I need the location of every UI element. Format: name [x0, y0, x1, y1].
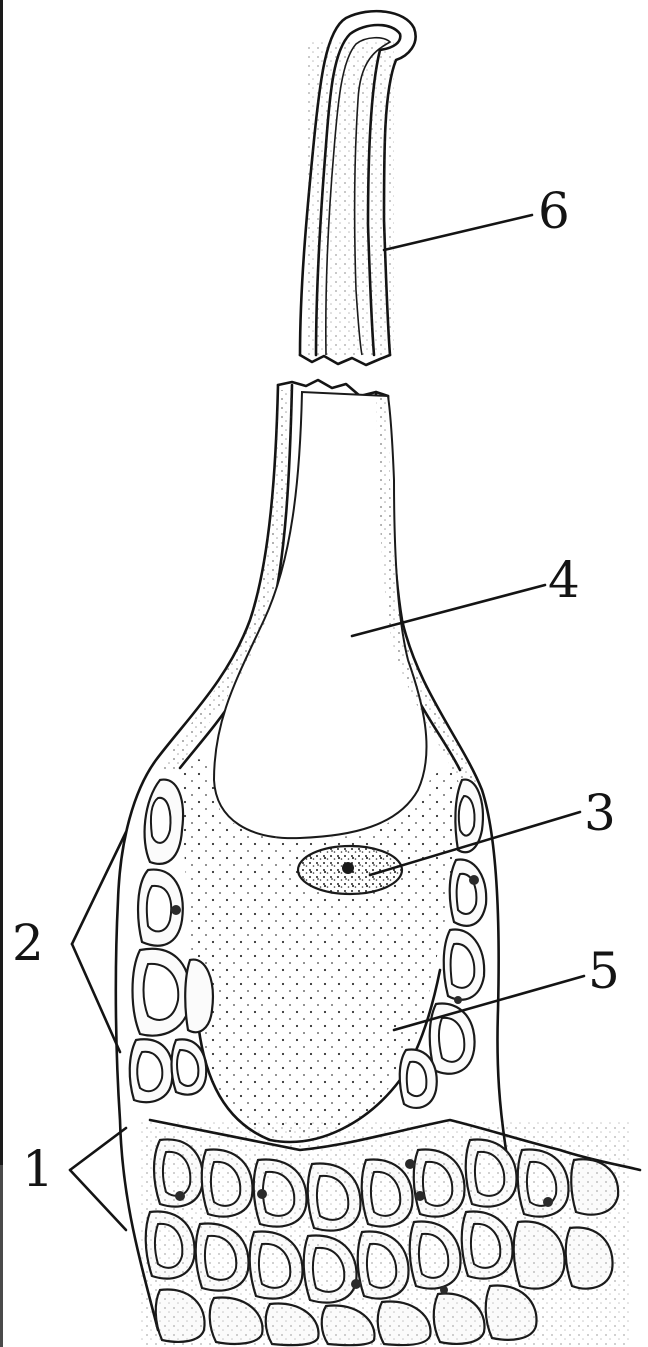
leader-line-6: [384, 215, 532, 250]
label-3: 3: [584, 784, 616, 842]
label-5: 5: [588, 942, 620, 1000]
label-6-group: 6: [384, 182, 570, 250]
hair-tip: [300, 11, 416, 365]
label-2-group: 2: [12, 832, 126, 1052]
leader-line-1-upper: [70, 1128, 126, 1170]
label-6: 6: [538, 182, 570, 240]
leader-line-1-lower: [70, 1170, 126, 1230]
label-1: 1: [22, 1140, 54, 1198]
nucleolus: [342, 862, 354, 874]
label-2: 2: [12, 914, 44, 972]
leader-line-2-lower: [72, 944, 120, 1052]
hair-tip-wall-stipple: [306, 40, 394, 355]
label-4: 4: [548, 551, 580, 609]
basal-tissue-stipple: [140, 1120, 630, 1347]
label-1-group: 1: [22, 1128, 126, 1230]
hair-tip-break-edge: [300, 355, 390, 365]
